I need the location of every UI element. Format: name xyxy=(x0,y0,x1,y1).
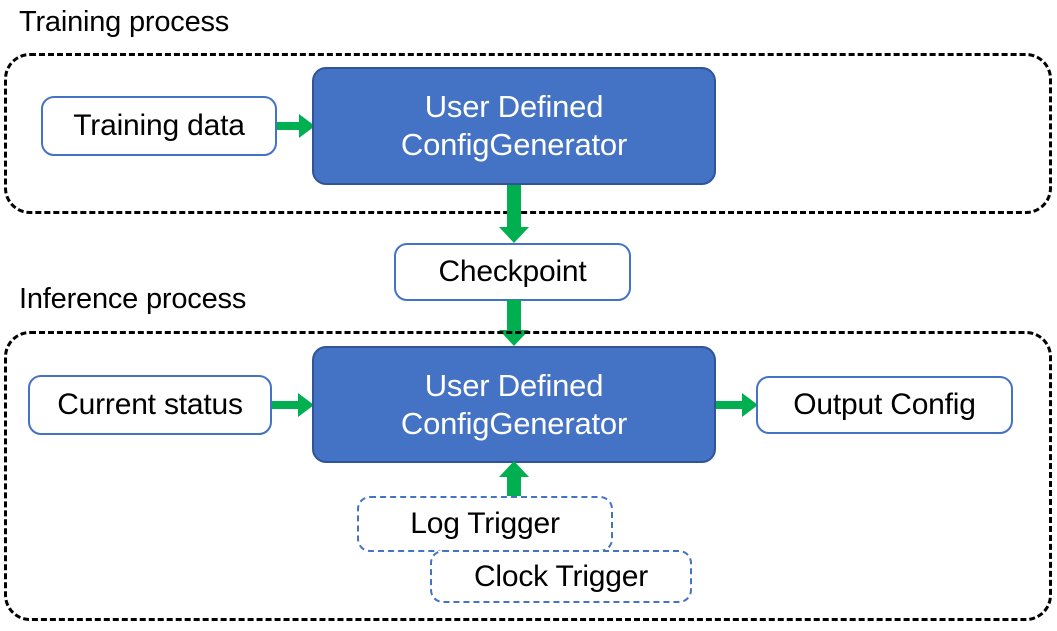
node-checkpoint-label: Checkpoint xyxy=(438,255,587,288)
training-process-label: Training process xyxy=(19,6,230,38)
node-clock-trigger[interactable]: Clock Trigger xyxy=(430,550,692,603)
inference-process-container xyxy=(4,331,1052,621)
training-process-container xyxy=(4,53,1052,214)
node-current-status-label: Current status xyxy=(57,388,243,421)
generator-bottom-line1: User Defined xyxy=(424,367,604,403)
node-current-status[interactable]: Current status xyxy=(28,375,272,435)
arrow-generator-to-output-config xyxy=(716,391,760,419)
generator-bottom-line2: ConfigGenerator xyxy=(400,405,628,441)
generator-top-line1: User Defined xyxy=(424,89,604,124)
node-checkpoint[interactable]: Checkpoint xyxy=(394,243,631,301)
node-clock-trigger-label: Clock Trigger xyxy=(473,559,649,593)
node-output-config-label: Output Config xyxy=(793,388,976,421)
node-output-config[interactable]: Output Config xyxy=(756,376,1013,434)
node-log-trigger[interactable]: Log Trigger xyxy=(357,496,613,552)
arrow-current-status-to-generator xyxy=(272,391,316,419)
node-training-data-label: Training data xyxy=(73,109,245,142)
arrow-generator-to-checkpoint xyxy=(497,185,531,245)
node-log-trigger-label: Log Trigger xyxy=(410,507,560,540)
arrow-trigger-to-generator xyxy=(497,461,531,505)
arrow-checkpoint-to-generator xyxy=(497,300,531,348)
arrow-training-data-to-generator xyxy=(277,112,317,140)
inference-process-label: Inference process xyxy=(19,283,247,315)
generator-top-line2: ConfigGenerator xyxy=(400,127,628,162)
node-training-data[interactable]: Training data xyxy=(41,96,277,156)
